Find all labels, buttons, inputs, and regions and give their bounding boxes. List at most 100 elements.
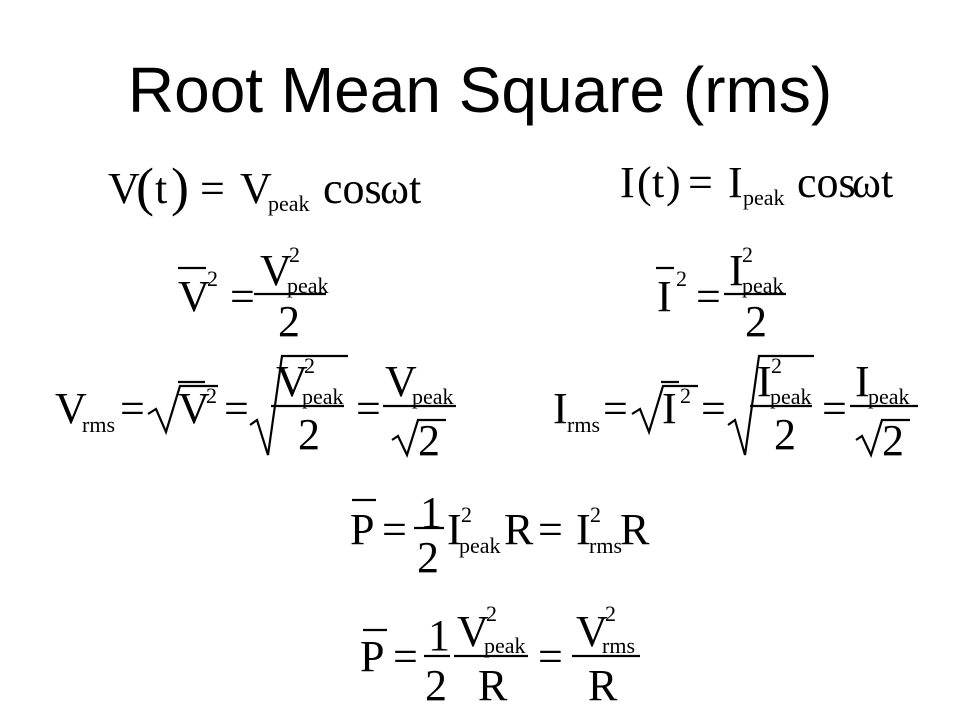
square-root-sign [249, 354, 348, 456]
exponent-two: 2 [590, 502, 601, 527]
equals-sign: = [120, 384, 145, 433]
symbol-i: I [620, 158, 635, 207]
rms-current-equation: I rms = I 2 = I 2 peak 2 = I peak 2 [553, 353, 918, 465]
symbol-i: I [728, 158, 743, 207]
symbol-i: I [576, 505, 591, 554]
equals-sign: = [688, 158, 713, 207]
mean-square-current-equation: I 2 = I 2 peak 2 [656, 242, 786, 346]
denominator-two: 2 [882, 416, 904, 465]
equals-sign: = [701, 384, 726, 433]
symbol-v: V [260, 246, 292, 295]
exponent-two: 2 [771, 353, 782, 378]
symbol-i: I [855, 357, 870, 406]
symbol-r: R [588, 661, 618, 710]
equals-sign: = [224, 384, 249, 433]
exponent-two: 2 [676, 266, 687, 291]
equals-sign: = [382, 505, 407, 554]
cosine-label: cos [797, 158, 856, 207]
symbol-i: I [757, 357, 772, 406]
symbol-v: V [385, 357, 417, 406]
rms-voltage-equation: V rms = V 2 = V 2 peak 2 = V peak 2 [55, 353, 456, 465]
symbol-v: V [108, 164, 140, 213]
square-root-sign [391, 418, 446, 459]
equals-sign: = [822, 384, 847, 433]
symbol-i: I [553, 384, 568, 433]
cosine-label: cos [323, 164, 382, 213]
subscript-peak: peak [459, 533, 501, 558]
left-paren: ( [637, 158, 652, 207]
symbol-i: I [657, 272, 672, 321]
symbol-r: R [478, 661, 508, 710]
symbol-r: R [620, 505, 650, 554]
symbol-v: V [457, 607, 489, 656]
equals-sign: = [538, 505, 563, 554]
subscript-peak: peak [484, 633, 526, 658]
symbol-p: P [360, 632, 384, 681]
average-power-voltage-equation: P = 1 2 V 2 peak R = V 2 rms R [360, 601, 640, 710]
denominator-two: 2 [278, 297, 300, 346]
voltage-time-equation: V ( t ) = V peak cos ωt [108, 157, 421, 217]
current-time-equation: I ( t ) = I peak cos ωt [620, 158, 893, 210]
slide-title: Root Mean Square (rms) [127, 54, 833, 126]
denominator-two: 2 [298, 410, 320, 459]
exponent-two: 2 [206, 383, 217, 408]
equals-sign: = [393, 632, 418, 681]
denominator-two: 2 [425, 661, 447, 710]
symbol-i: I [662, 384, 677, 433]
omega-t: ωt [380, 164, 421, 213]
subscript-peak: peak [743, 185, 785, 210]
symbol-v: V [178, 384, 210, 433]
equals-sign: = [200, 164, 225, 213]
subscript-rms: rms [567, 412, 600, 437]
denominator-two: 2 [418, 416, 440, 465]
exponent-two: 2 [207, 266, 218, 291]
exponent-two: 2 [605, 601, 616, 626]
average-power-current-equation: P = 1 2 I 2 peak R = I 2 rms R [350, 488, 650, 582]
left-paren: ( [136, 157, 154, 217]
exponent-two: 2 [289, 242, 300, 267]
exponent-two: 2 [742, 242, 753, 267]
exponent-two: 2 [680, 383, 691, 408]
square-root-sign [147, 384, 218, 436]
subscript-peak: peak [268, 191, 310, 216]
right-paren: ) [666, 158, 681, 207]
mean-square-voltage-equation: V 2 = V 2 peak 2 [178, 242, 329, 346]
denominator-two: 2 [417, 533, 439, 582]
equals-sign: = [230, 272, 255, 321]
symbol-v: V [178, 272, 210, 321]
subscript-peak: peak [412, 384, 454, 409]
subscript-peak: peak [302, 384, 344, 409]
symbol-v: V [240, 164, 272, 213]
symbol-v: V [576, 607, 608, 656]
denominator-two: 2 [745, 297, 767, 346]
subscript-rms: rms [602, 633, 635, 658]
equals-sign: = [696, 272, 721, 321]
denominator-two: 2 [774, 410, 796, 459]
equals-sign: = [603, 384, 628, 433]
subscript-rms: rms [589, 533, 622, 558]
exponent-two: 2 [486, 601, 497, 626]
numerator-one: 1 [420, 488, 442, 537]
subscript-rms: rms [82, 412, 115, 437]
symbol-t: t [652, 158, 664, 207]
numerator-one: 1 [428, 611, 450, 660]
symbol-t: t [155, 164, 167, 213]
square-root-sign [631, 384, 698, 436]
subscript-peak: peak [770, 384, 812, 409]
symbol-v: V [55, 384, 87, 433]
symbol-i: I [447, 505, 462, 554]
exponent-two: 2 [461, 502, 472, 527]
equals-sign: = [538, 632, 563, 681]
right-paren: ) [171, 157, 189, 217]
symbol-v: V [276, 357, 308, 406]
square-root-sign [855, 418, 910, 459]
symbol-r: R [504, 505, 534, 554]
subscript-peak: peak [868, 384, 910, 409]
exponent-two: 2 [304, 353, 315, 378]
square-root-sign [727, 354, 814, 456]
symbol-p: P [350, 505, 374, 554]
equals-sign: = [356, 384, 381, 433]
omega-t: ωt [852, 158, 893, 207]
symbol-i: I [729, 246, 744, 295]
